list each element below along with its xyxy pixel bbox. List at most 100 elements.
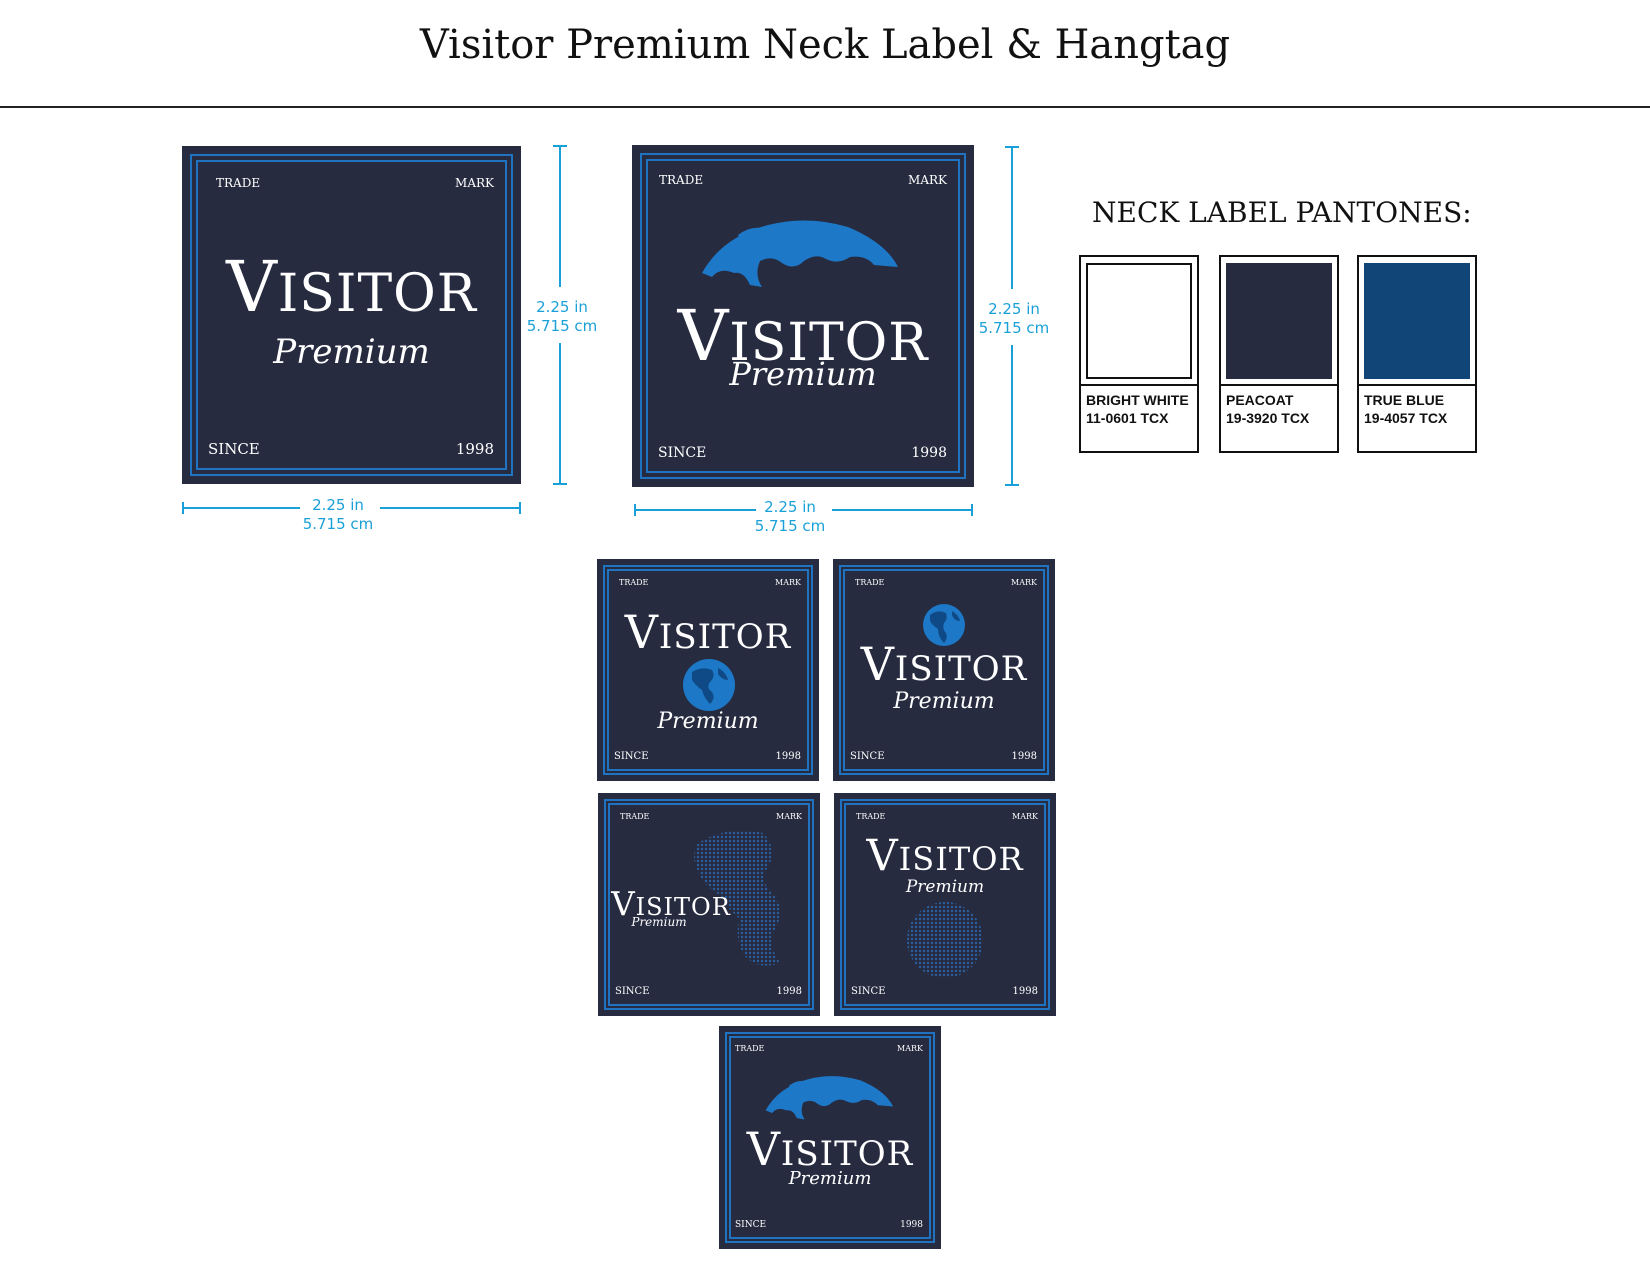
- label-inner-border: [196, 160, 507, 470]
- neck-label-variant-halftone-asia: TRADE MARK VISITOR Premium SINCE 1998: [834, 793, 1056, 1016]
- label-since-text: SINCE: [614, 751, 649, 762]
- label-year-text: 1998: [776, 986, 802, 997]
- label-year-text: 1998: [1011, 751, 1037, 762]
- label-inner-border: [729, 1036, 931, 1239]
- pantone-swatch-peacoat: PEACOAT 19-3920 TCX: [1219, 255, 1339, 453]
- swatch-code: 11-0601 TCX: [1086, 410, 1169, 426]
- label-trade-text: TRADE: [855, 578, 885, 587]
- pantone-swatch-bright-white: BRIGHT WHITE 11-0601 TCX: [1079, 255, 1199, 453]
- neck-label-variant-globe-center: TRADE MARK VISITOR Premium SINCE 1998: [597, 559, 819, 781]
- swatch-color-chip: [1226, 263, 1332, 379]
- label-year-text: 1998: [911, 445, 947, 461]
- label-inner-border: [608, 803, 810, 1006]
- label-outer-border: [640, 153, 966, 479]
- label-year-text: 1998: [1012, 986, 1038, 997]
- label-since-text: SINCE: [851, 986, 886, 997]
- label-year-text: 1998: [900, 1220, 923, 1230]
- title-divider: [0, 106, 1650, 108]
- dimension-line: [1011, 146, 1013, 289]
- label-mark-text: MARK: [1011, 578, 1037, 587]
- page-title: Visitor Premium Neck Label & Hangtag: [419, 22, 1231, 68]
- label-brand-name: VISITOR: [677, 295, 929, 377]
- swatch-color-chip: [1364, 263, 1470, 379]
- label-outer-border: [840, 799, 1050, 1010]
- label-brand-name: VISITOR: [624, 605, 792, 659]
- dimension-tick: [1005, 484, 1019, 486]
- neck-label-variant-halftone-americas: TRADE MARK VISITOR Premium SINCE 1998: [598, 793, 820, 1016]
- label-outer-border: [190, 154, 513, 476]
- label-mark-text: MARK: [908, 173, 947, 187]
- label-subtitle: Premium: [893, 689, 995, 714]
- swatch-color-chip: [1086, 263, 1192, 379]
- dimension-line: [634, 509, 756, 511]
- halftone-globe-icon: [694, 830, 781, 966]
- swatch-divider: [1081, 384, 1197, 386]
- label-subtitle: Premium: [273, 332, 430, 372]
- label-subtitle: Premium: [905, 877, 985, 897]
- dimension-tick: [634, 504, 636, 516]
- label-mark-text: MARK: [1012, 812, 1038, 821]
- dimension-tick: [519, 502, 521, 514]
- label-trade-text: TRADE: [620, 812, 650, 821]
- swatch-name: BRIGHT WHITE: [1086, 392, 1189, 408]
- swatch-divider: [1221, 384, 1337, 386]
- neck-label-plain: TRADE MARK VISITOR Premium SINCE 1998: [182, 146, 521, 484]
- label-mark-text: MARK: [897, 1044, 923, 1053]
- label-brand-name: VISITOR: [746, 1122, 914, 1176]
- globe-icon: [683, 659, 735, 711]
- dimension-tick: [1005, 146, 1019, 148]
- swatch-code: 19-3920 TCX: [1226, 410, 1310, 426]
- label-inner-border: [843, 569, 1045, 771]
- label-subtitle: Premium: [657, 709, 759, 734]
- halftone-globe-icon: [907, 902, 983, 978]
- dimension-line: [380, 507, 521, 509]
- dimension-tick: [182, 502, 184, 514]
- label-outer-border: [839, 565, 1049, 775]
- swatch-name: TRUE BLUE: [1364, 392, 1445, 408]
- pantone-heading: NECK LABEL PANTONES:: [1092, 196, 1472, 229]
- label-outer-border: [725, 1032, 935, 1243]
- label-since-text: SINCE: [850, 751, 885, 762]
- pantone-swatch-true-blue: TRUE BLUE 19-4057 TCX: [1357, 255, 1477, 453]
- label-brand-name: VISITOR: [226, 246, 477, 328]
- label-since-text: SINCE: [615, 986, 650, 997]
- dimension-line: [559, 343, 561, 485]
- dimension-line: [182, 507, 300, 509]
- label-trade-text: TRADE: [735, 1044, 765, 1053]
- dimension-line: [832, 509, 973, 511]
- label-trade-text: TRADE: [856, 812, 886, 821]
- label-subtitle: Premium: [788, 1168, 872, 1189]
- neck-label-globe-arc: TRADE MARK VISITOR Premium SINCE 1998: [632, 145, 974, 487]
- label-year-text: 1998: [775, 751, 801, 762]
- label-brand-name: VISITOR: [866, 831, 1024, 881]
- label-mark-text: MARK: [775, 578, 801, 587]
- swatch-divider: [1359, 384, 1475, 386]
- label-trade-text: TRADE: [216, 176, 261, 190]
- neck-label-variant-globe-arc: TRADE MARK VISITOR Premium SINCE 1998: [719, 1026, 941, 1249]
- globe-icon: [923, 604, 965, 646]
- label-year-text: 1998: [455, 440, 494, 458]
- dimension-tick: [553, 145, 567, 147]
- dimension-tick: [553, 483, 567, 485]
- label-outer-border: [604, 799, 814, 1010]
- label-subtitle: Premium: [729, 355, 877, 393]
- neck-label-variant-globe-top: TRADE MARK VISITOR Premium SINCE 1998: [833, 559, 1055, 781]
- label-inner-border: [646, 159, 960, 473]
- globe-arc-icon: [765, 1076, 894, 1120]
- dimension-line: [1011, 345, 1013, 486]
- globe-arc-icon: [702, 220, 898, 287]
- swatch-code: 19-4057 TCX: [1364, 410, 1448, 426]
- swatch-name: PEACOAT: [1226, 392, 1294, 408]
- label-since-text: SINCE: [208, 440, 260, 458]
- label-inner-border: [844, 803, 1046, 1006]
- label-subtitle: Premium: [631, 915, 687, 929]
- label-brand-name: VISITOR: [860, 637, 1028, 691]
- dimension-tick: [971, 504, 973, 516]
- label-outer-border: [603, 565, 813, 775]
- label-inner-border: [607, 569, 809, 771]
- label-since-text: SINCE: [658, 445, 707, 461]
